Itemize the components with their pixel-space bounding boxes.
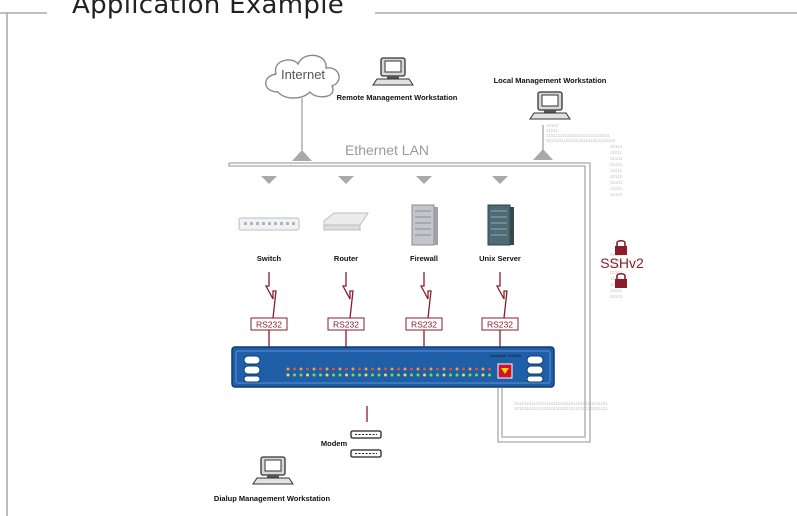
binary-stream-line: 0110101101101101101010110110 <box>546 138 616 143</box>
binary-stream-line: 01101 <box>610 294 623 299</box>
device-label: Router <box>334 254 358 263</box>
router-icon <box>323 212 369 231</box>
console-server-icon <box>231 346 555 388</box>
remote-workstation-icon <box>372 57 414 86</box>
serial-link <box>341 272 354 319</box>
padlock-icon <box>615 239 627 255</box>
local-workstation-label: Local Management Workstation <box>494 76 607 85</box>
binary-stream-line: 10110101101101101101101011010110101101 <box>514 406 608 411</box>
ethernet-lan-label: Ethernet LAN <box>345 142 429 158</box>
console-server-model-label: Cyclades TS3000 <box>489 353 521 358</box>
page-title: Application Example <box>62 0 355 20</box>
unix-server-icon <box>487 204 514 246</box>
binary-stream-line: 01101 <box>610 270 623 275</box>
modem-icon <box>350 430 382 458</box>
binary-stream-line: 01101 <box>610 156 623 161</box>
dialup-workstation-label: Dialup Management Workstation <box>214 494 331 503</box>
lan-drop-arrow <box>416 176 432 184</box>
frame <box>0 12 797 516</box>
ssh-label: SSHv2 <box>600 255 644 271</box>
binary-stream-line: 11011 <box>546 128 559 133</box>
ethernet-lan <box>228 98 591 443</box>
binary-stream-line: 10110 <box>546 123 559 128</box>
serial-link <box>419 272 432 319</box>
port-leds <box>286 367 491 377</box>
serial-link <box>495 272 508 319</box>
binary-stream-line: 11011 <box>610 168 623 173</box>
binary-stream-line: 11011 <box>610 258 623 263</box>
switch-icon <box>238 217 300 231</box>
lan-drop-arrow <box>492 176 508 184</box>
binary-stream-line: 11011 <box>610 186 623 191</box>
binary-stream-line: 10110 <box>610 144 623 149</box>
device-label: Firewall <box>410 254 438 263</box>
modem-label: Modem <box>321 439 348 448</box>
binary-stream-line: 11011110110101011010110101 <box>546 133 610 138</box>
binary-stream-line: 01101 <box>610 162 623 167</box>
lan-drop-arrow <box>261 176 277 184</box>
firewall-icon <box>411 204 438 246</box>
binary-stream-line: 11011 <box>610 150 623 155</box>
binary-stream-line: 10110 <box>610 264 623 269</box>
lan-drop-arrow <box>338 176 354 184</box>
device-label: Unix Server <box>479 254 521 263</box>
rs232-label: RS232 <box>487 320 513 330</box>
dialup-workstation-icon <box>252 456 294 485</box>
binary-stream-line: 11011 <box>610 288 623 293</box>
internet-cloud-icon <box>265 54 340 99</box>
device-label: Switch <box>257 254 282 263</box>
local-workstation-icon <box>529 91 571 120</box>
rs232-label: RS232 <box>333 320 359 330</box>
internet-label: Internet <box>281 67 325 82</box>
padlock-icon <box>615 272 627 288</box>
serial-link <box>264 272 277 319</box>
rs232-label: RS232 <box>411 320 437 330</box>
binary-stream-line: 10110 <box>610 174 623 179</box>
remote-workstation-label: Remote Management Workstation <box>337 93 458 102</box>
device-columns: SwitchRS232RouterRS232FirewallRS232Unix … <box>238 176 521 347</box>
binary-stream-line: 01101 <box>610 180 623 185</box>
binary-stream-line: 10110 <box>610 192 623 197</box>
rs232-label: RS232 <box>256 320 282 330</box>
binary-stream-line: 01101101101101101101101011010110101101 <box>514 401 608 406</box>
